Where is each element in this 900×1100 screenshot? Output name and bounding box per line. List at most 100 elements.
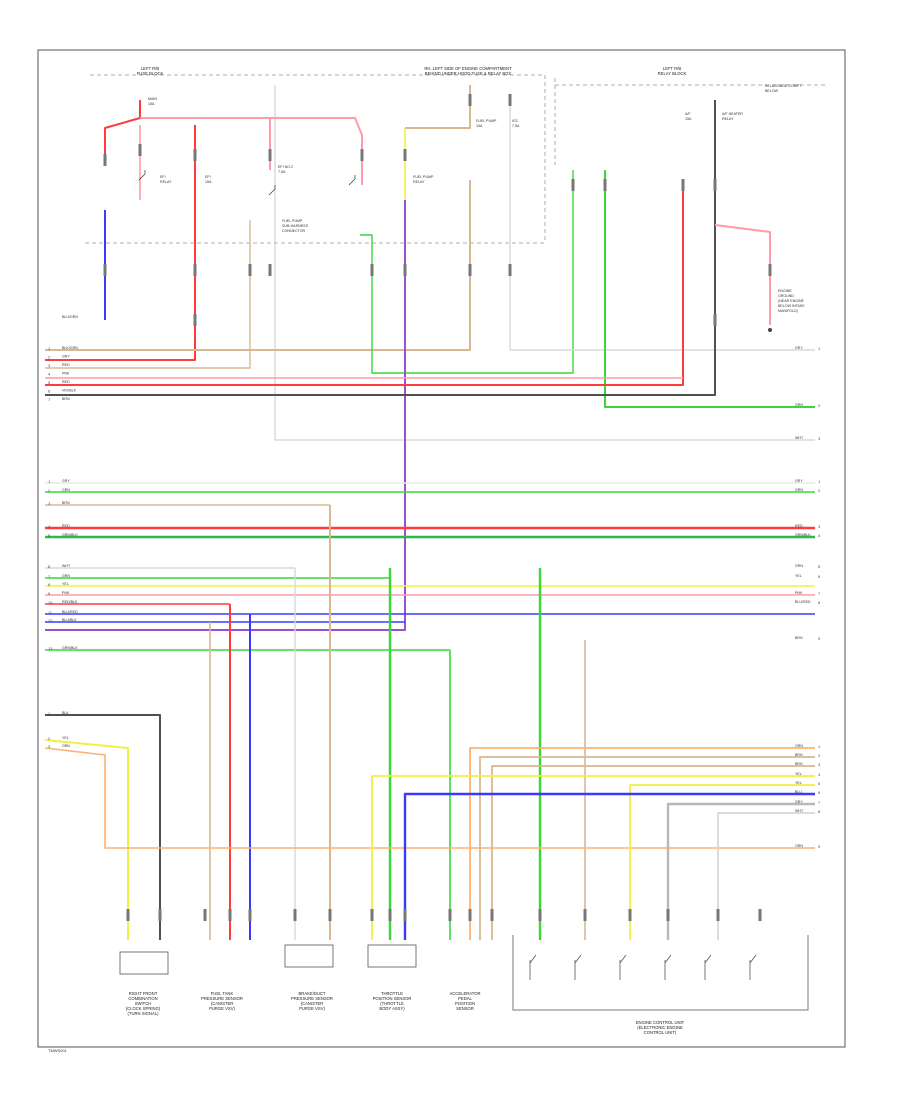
relay-switch-icon	[348, 175, 356, 186]
connector-pin	[268, 149, 272, 161]
bus-color-label: GRN	[795, 564, 803, 568]
throttle-sensor-icon	[367, 944, 417, 968]
sensor-color-label: GRY	[795, 800, 803, 804]
bus-index: 9	[48, 591, 51, 596]
bus-index: 11	[48, 610, 53, 615]
connector-pin	[508, 264, 512, 276]
sensor-color-label: YEL	[795, 772, 802, 776]
connector-pin	[768, 264, 772, 276]
relay-switch-icon	[138, 170, 146, 181]
misc-wire-label: BLU/GRN	[62, 315, 78, 319]
sensor-color-label: BLK	[62, 711, 69, 715]
sensor-right-1	[469, 747, 815, 940]
page-code: TMWS001	[48, 1048, 68, 1053]
connector-pin	[468, 264, 472, 276]
bottom-connector	[370, 909, 374, 921]
ecu-element-icon	[664, 954, 672, 980]
bus-index: 2	[818, 488, 821, 493]
connector-pin	[508, 94, 512, 106]
bus-color-label: YEL	[795, 574, 802, 578]
wire-index: 4	[48, 372, 51, 377]
gray-right-1	[509, 100, 815, 351]
bus-index: 5	[48, 533, 51, 538]
sensor-color-label: YEL	[795, 781, 802, 785]
wire-index: 2	[818, 403, 821, 408]
sensor-index: 3	[818, 762, 821, 767]
main-feed-pink	[140, 117, 363, 185]
bottom-connector	[448, 909, 452, 921]
wire-index: 5	[48, 380, 51, 385]
bus-index: 3	[48, 501, 51, 506]
connector-pin	[713, 314, 717, 326]
sensor-index: 8	[818, 809, 821, 814]
wire-index: 2	[48, 355, 51, 360]
violet-down	[45, 200, 406, 631]
wire-color-label: RED	[62, 380, 70, 384]
sensor-color-label: YEL	[62, 736, 69, 740]
connector-pin	[138, 144, 142, 156]
sensor-yellow	[44, 739, 129, 940]
connector-pin	[403, 264, 407, 276]
wire-index: 6	[48, 389, 51, 394]
sensor-color-label: BRN	[795, 753, 803, 757]
frame-group	[85, 74, 825, 1011]
ecu-element-icon	[619, 954, 627, 980]
wire-color-label: BRN	[62, 397, 70, 401]
ecu-element-icon	[529, 954, 537, 980]
sensor-index: 7	[818, 800, 821, 805]
wire-color-label: GRY	[62, 355, 70, 359]
ecu-element-icon	[704, 954, 712, 980]
connector-pin	[248, 264, 252, 276]
bottom-connector	[228, 909, 232, 921]
ecu-element-icon	[574, 954, 582, 980]
sensor-index: 4	[818, 772, 821, 777]
connector-pin	[468, 94, 472, 106]
bottom-connector	[758, 909, 762, 921]
bus-color-label: WHT	[62, 564, 71, 568]
bottom-connector	[403, 909, 407, 921]
bus-index: 2	[48, 488, 51, 493]
bus-index: 8	[818, 600, 821, 605]
red-feed-down	[45, 125, 196, 361]
bus-color-label: YEL	[62, 582, 69, 586]
connector-pin	[360, 149, 364, 161]
bus-color-label: GRN/BLK	[62, 646, 78, 650]
component-group	[103, 94, 772, 980]
sensor-color-label: BRN	[795, 762, 803, 766]
wire-color-label: BLK/GRN	[62, 346, 78, 350]
bus-index: 6	[48, 564, 51, 569]
connector-pin	[193, 264, 197, 276]
sensor-index: 3	[48, 744, 51, 749]
sensor-right-6	[403, 792, 815, 940]
bus-index: 4	[818, 533, 821, 538]
bus-index: 5	[818, 564, 821, 569]
bottom-connector	[583, 909, 587, 921]
bottom-connector	[628, 909, 632, 921]
pressure-sensor-icon	[284, 944, 334, 968]
sensor-color-label: ORN	[795, 844, 803, 848]
ecu-element-icon	[749, 954, 757, 980]
wire-index: 1	[48, 346, 51, 351]
bottom-connector	[328, 909, 332, 921]
sensor-index: 1	[48, 711, 51, 716]
bus-color-label: RED/BLK	[62, 600, 78, 604]
wire-index: 3	[48, 363, 51, 368]
wire-index: 1	[818, 346, 821, 351]
sensor-right-7	[666, 802, 815, 940]
combination-switch-icon	[119, 951, 169, 975]
connector-pin	[713, 179, 717, 191]
sensor-color-label: BLU	[795, 790, 802, 794]
sensor-index: 2	[818, 753, 821, 758]
sensor-orange	[44, 747, 815, 849]
